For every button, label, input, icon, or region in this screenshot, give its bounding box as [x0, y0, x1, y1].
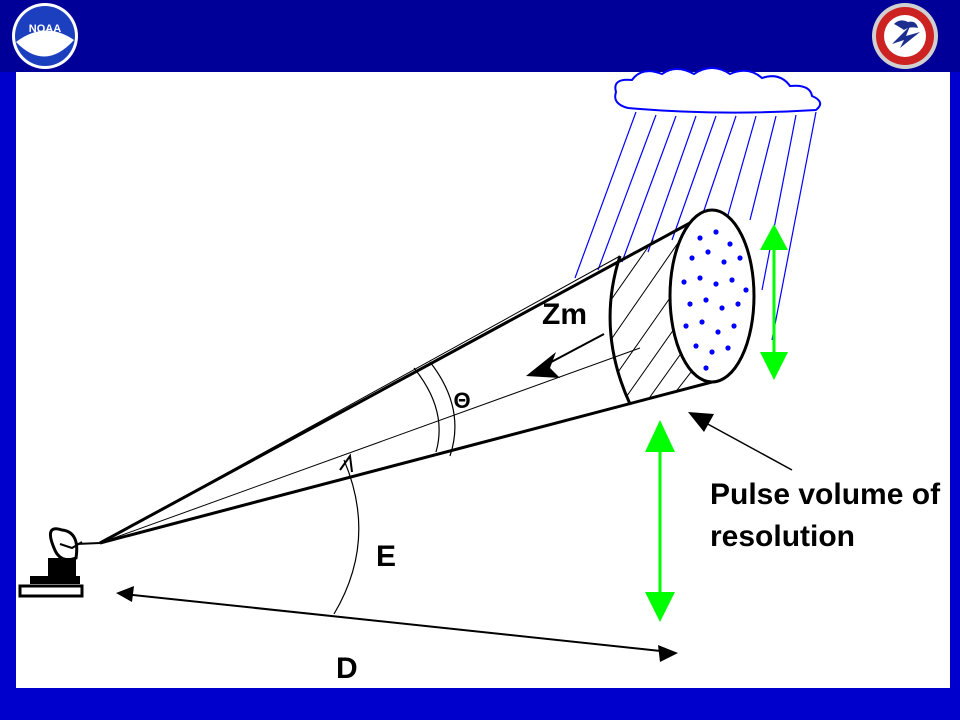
noaa-logo-text: NOAA	[29, 23, 61, 35]
elevation-angle	[333, 453, 360, 615]
zm-arrow	[526, 333, 605, 378]
zm-label: Zm	[542, 298, 587, 331]
noaa-logo: NOAA	[12, 3, 78, 69]
diagram-panel	[16, 72, 950, 688]
pulse-volume-label-line2: resolution	[710, 520, 855, 553]
pulse-pointer	[688, 412, 793, 471]
rain-cloud-icon	[614, 67, 822, 114]
beam-cone	[99, 209, 713, 545]
volume-height-arrow	[760, 224, 788, 380]
distance-arrow	[116, 586, 678, 662]
elevation-label: E	[376, 540, 396, 573]
distance-label: D	[336, 652, 358, 685]
rain-streaks	[574, 111, 817, 341]
beam-width-label: Θ	[453, 388, 470, 413]
rain-droplets	[681, 229, 749, 371]
pulse-volume	[608, 208, 756, 405]
nws-logo	[872, 3, 938, 69]
beam-height-arrow	[645, 420, 675, 622]
pulse-volume-label-line1: Pulse volume of	[710, 478, 941, 511]
radar-dish-icon	[18, 527, 101, 598]
header-bar	[0, 0, 960, 72]
